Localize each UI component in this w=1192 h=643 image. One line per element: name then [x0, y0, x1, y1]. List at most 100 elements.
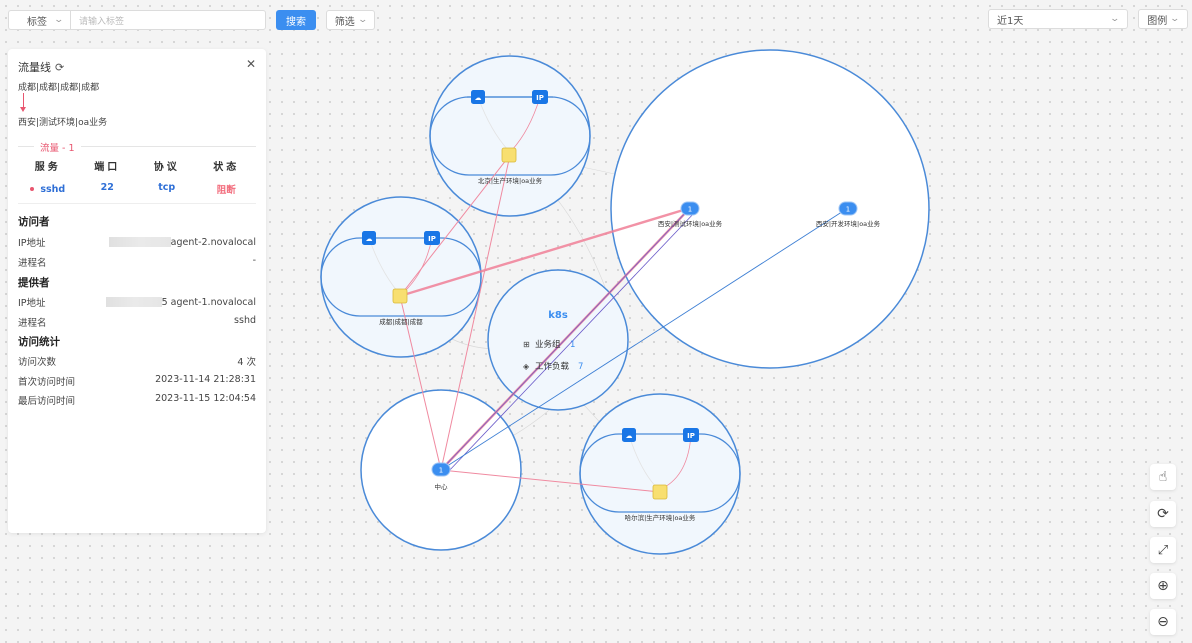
k8s-cluster[interactable]: k8s ⊞ 业务组 1 ◈ 工作负载 7 [523, 310, 583, 372]
zone-circle-center[interactable] [360, 389, 522, 551]
route-destination: 西安|测试环境|oa业务 [18, 118, 108, 128]
fullscreen-button[interactable]: ⤢ [1150, 537, 1176, 563]
provider-proc-row: 进程名 sshd [18, 315, 256, 329]
visitor-ip-value-wrap: agent-2.novalocal [108, 235, 256, 249]
visitor-proc-label: 进程名 [18, 258, 47, 269]
k8s-workload-label: 工作负载 [535, 361, 570, 372]
zone-circle-k8s[interactable] [487, 269, 629, 411]
legend-label: 图例 [1147, 15, 1168, 27]
tag-select[interactable]: 标签 ⌄ [8, 10, 70, 30]
ip-badge-label: IP [536, 94, 544, 102]
cloud-glyph: ☁ [475, 94, 482, 102]
time-range-label: 近1天 [997, 15, 1024, 27]
node-label: 西安|开发环境|oa业务 [816, 219, 881, 228]
group-beijing[interactable] [429, 55, 591, 217]
ip-badge-label: IP [687, 432, 695, 440]
cell-status: 阻断 [216, 185, 236, 196]
provider-proc-label: 进程名 [18, 318, 47, 329]
node-badge: 1 [688, 206, 692, 214]
service-name: sshd [40, 183, 66, 195]
zoom-in-button[interactable]: ⊕ [1150, 573, 1176, 599]
k8s-group-count: 1 [570, 340, 575, 350]
stats-title: 访问统计 [18, 336, 60, 348]
k8s-title: k8s [548, 310, 568, 321]
divider [18, 146, 256, 147]
group-label-beijing: 北京|生产环境|oa业务 [478, 176, 543, 185]
chevron-down-icon: ⌄ [53, 15, 65, 25]
chevron-down-icon: ⌄ [357, 15, 368, 25]
faint-edges [399, 154, 691, 493]
visitor-title: 访问者 [18, 216, 50, 228]
redacted-mask [108, 237, 171, 247]
agent-icons [392, 147, 668, 500]
pointer-mode-button[interactable]: ☝ [1150, 464, 1176, 490]
service-table-header: 服务 端口 协议 状态 [18, 158, 256, 173]
zone-circle-large[interactable] [610, 49, 930, 369]
provider-ip-row: IP地址 5 agent-1.novalocal [18, 295, 256, 310]
tag-select-label: 标签 [27, 16, 47, 28]
zoom-out-button[interactable]: ⊖ [1150, 609, 1176, 635]
traffic-count-label: 流量 - 1 [34, 140, 81, 154]
header-status: 状态 [213, 162, 240, 173]
zoom-in-icon: ⊕ [1157, 578, 1169, 594]
search-button[interactable]: 搜索 [276, 10, 316, 30]
node-badge: 1 [439, 467, 443, 475]
node-xian-test[interactable]: 1 西安|测试环境|oa业务 [658, 201, 723, 228]
cloud-icon [622, 428, 636, 442]
node-xian-dev[interactable]: 1 西安|开发环境|oa业务 [816, 201, 881, 228]
chevron-down-icon: ⌄ [1109, 14, 1121, 24]
stats-last-row: 最后访问时间 2023-11-15 12:04:54 [18, 393, 256, 407]
legend-button[interactable]: 图例 ⌄ [1138, 9, 1188, 29]
tag-input[interactable]: 请输入标签 [70, 10, 266, 30]
provider-ip-label: IP地址 [18, 298, 46, 309]
chevron-down-icon: ⌄ [1169, 14, 1181, 24]
node-badge: 1 [846, 206, 850, 214]
ip-icon [532, 90, 548, 104]
stats-last-value: 2023-11-15 12:04:54 [155, 393, 256, 404]
time-range-select[interactable]: 近1天 ⌄ [988, 9, 1128, 29]
refresh-icon: ⟳ [1157, 506, 1169, 522]
cloud-icon [471, 90, 485, 104]
stats-count-row: 访问次数 4 次 [18, 354, 256, 368]
refresh-icon[interactable]: ⟳ [55, 60, 65, 74]
node-center[interactable]: 1 中心 [431, 462, 451, 491]
group-label-harbin: 哈尔滨|生产环境|oa业务 [625, 513, 696, 522]
visitor-ip-value: agent-2.novalocal [170, 236, 256, 248]
stats-first-label: 首次访问时间 [18, 377, 76, 388]
cell-port: 22 [100, 182, 114, 193]
toolbar: 标签 ⌄ 请输入标签 搜索 筛选 ⌄ [8, 9, 375, 31]
filter-button[interactable]: 筛选 ⌄ [326, 10, 375, 30]
stats-count-label: 访问次数 [18, 357, 57, 368]
stats-count-value: 4 次 [237, 357, 256, 368]
k8s-workload-count: 7 [578, 362, 583, 372]
filter-label: 筛选 [334, 16, 355, 28]
cloud-icon [362, 231, 376, 245]
node-label: 中心 [435, 482, 449, 491]
refresh-layout-button[interactable]: ⟳ [1150, 501, 1176, 527]
tag-input-placeholder: 请输入标签 [79, 16, 125, 27]
flow-detail-panel: 流量线 ⟳ ✕ 成都|成都|成都|成都 西安|测试环境|oa业务 流量 - 1 … [8, 49, 266, 533]
ip-icon [683, 428, 699, 442]
redacted-mask [105, 297, 162, 307]
close-icon[interactable]: ✕ [245, 57, 256, 71]
route-arrow-icon [20, 93, 26, 112]
ip-icon [424, 231, 440, 245]
table-row[interactable]: sshd 22 tcp 阻断 [18, 182, 256, 196]
panel-title: 流量线 [18, 61, 51, 74]
visitor-proc-value: - [252, 255, 256, 266]
stats-first-value: 2023-11-14 21:28:31 [155, 374, 256, 385]
group-chengdu[interactable] [320, 196, 482, 358]
stats-last-label: 最后访问时间 [18, 396, 76, 407]
panel-title-row: 流量线 ⟳ [18, 59, 64, 75]
visitor-proc-row: 进程名 - [18, 255, 256, 269]
cloud-ip-badges: ☁IP☁IP☁IP [362, 90, 699, 442]
group-label-chengdu: 成都|成都|成都 [379, 317, 423, 326]
group-harbin[interactable] [579, 393, 741, 555]
provider-title: 提供者 [18, 277, 50, 289]
k8s-group-label: 业务组 [535, 339, 561, 350]
provider-ip-value: 5 agent-1.novalocal [161, 296, 256, 308]
cloud-glyph: ☁ [626, 432, 633, 440]
agent-icon [652, 484, 668, 500]
cell-protocol: tcp [158, 182, 176, 193]
k8s-group-icon: ⊞ [523, 340, 530, 349]
